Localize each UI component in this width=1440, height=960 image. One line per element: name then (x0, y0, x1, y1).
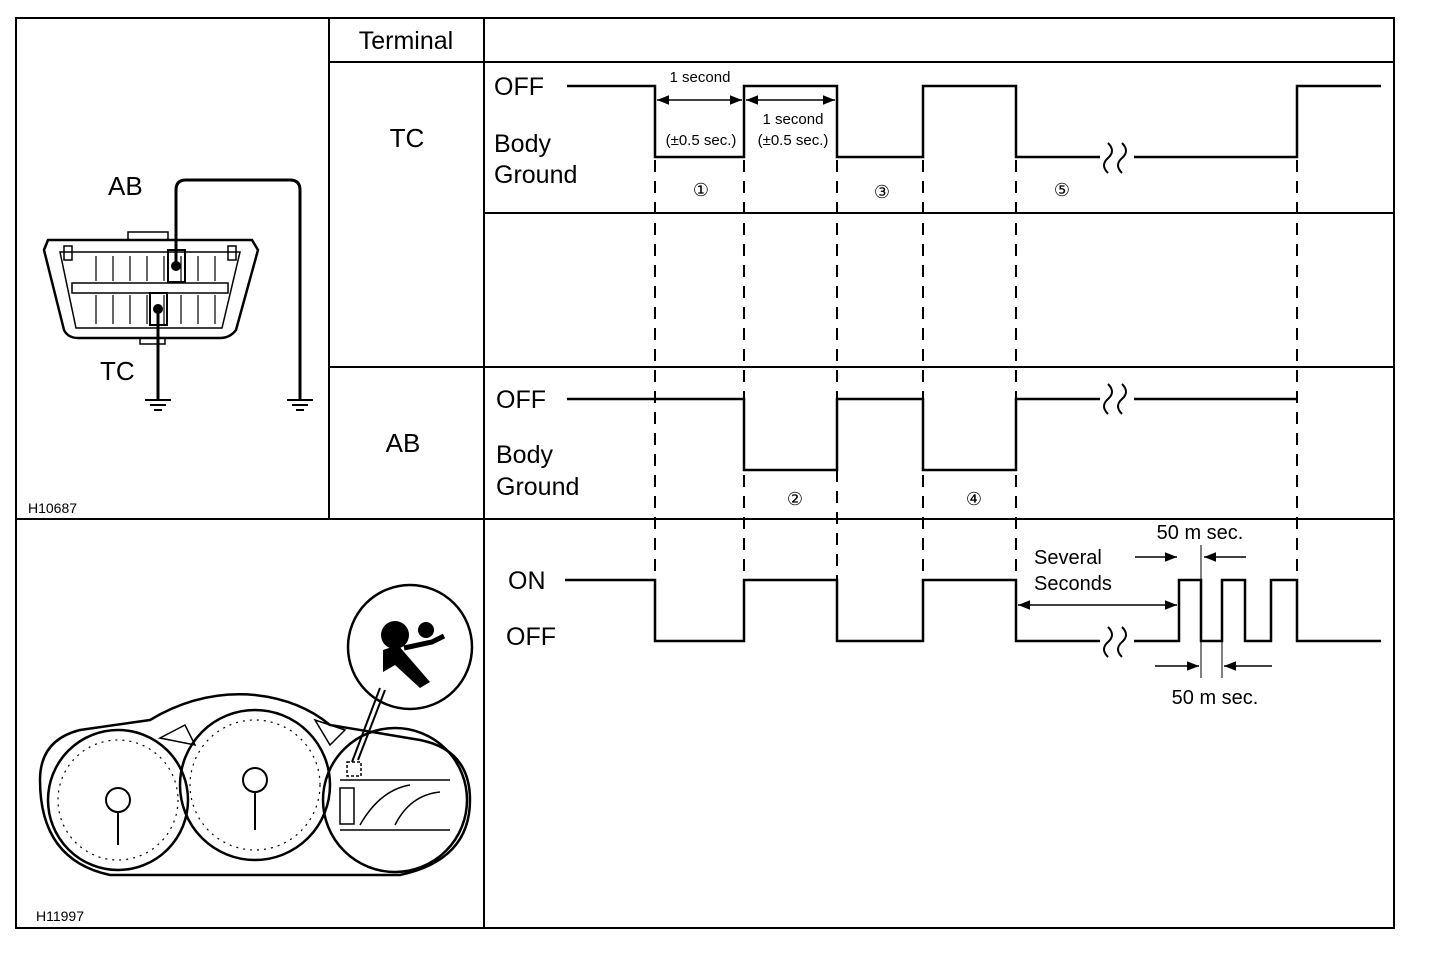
light-arrows (1018, 545, 1272, 678)
connector-ab-label: AB (108, 171, 143, 201)
several-line2: Seconds (1034, 573, 1112, 595)
ab-pin-dot (171, 261, 181, 271)
timing2-top: 1 second (763, 111, 824, 128)
tc-pin-dot (153, 304, 163, 314)
step-1: ① (693, 180, 709, 200)
tc-ground-label: Ground (494, 161, 577, 189)
timing2-bottom: (±0.5 sec.) (758, 132, 829, 149)
step-5: ⑤ (1054, 180, 1070, 200)
time-markers (654, 160, 1298, 580)
pulse-top-label: 50 m sec. (1157, 522, 1244, 544)
ab-terminal-label: AB (386, 428, 421, 458)
light-waveform (565, 578, 1381, 658)
tc-waveform (567, 84, 1381, 174)
dlc-connector (42, 178, 313, 411)
tc-terminal-label: TC (390, 123, 425, 153)
tc-off-label: OFF (494, 73, 544, 101)
ab-off-label: OFF (496, 386, 546, 414)
step-4: ④ (966, 489, 982, 509)
step-2: ② (787, 489, 803, 509)
table-grid (15, 17, 1395, 929)
pulse-bottom-label: 50 m sec. (1172, 687, 1259, 709)
ab-waveform (567, 383, 1297, 472)
terminal-header: Terminal (359, 27, 453, 55)
ab-body-label: Body (496, 441, 553, 469)
timing1-top: 1 second (670, 69, 731, 86)
figure-code-cluster: H11997 (36, 908, 84, 924)
timing1-bottom: (±0.5 sec.) (666, 132, 737, 149)
airbag-warning-icon (381, 621, 446, 688)
ab-ground-label: Ground (496, 473, 579, 501)
connector-tc-label: TC (100, 356, 135, 386)
several-line1: Several (1034, 547, 1102, 569)
step-3: ③ (874, 182, 890, 202)
light-off-label: OFF (506, 623, 556, 651)
figure-code-connector: H10687 (28, 500, 77, 516)
light-on-label: ON (508, 567, 546, 595)
instrument-cluster (38, 583, 474, 877)
tc-body-label: Body (494, 130, 551, 158)
